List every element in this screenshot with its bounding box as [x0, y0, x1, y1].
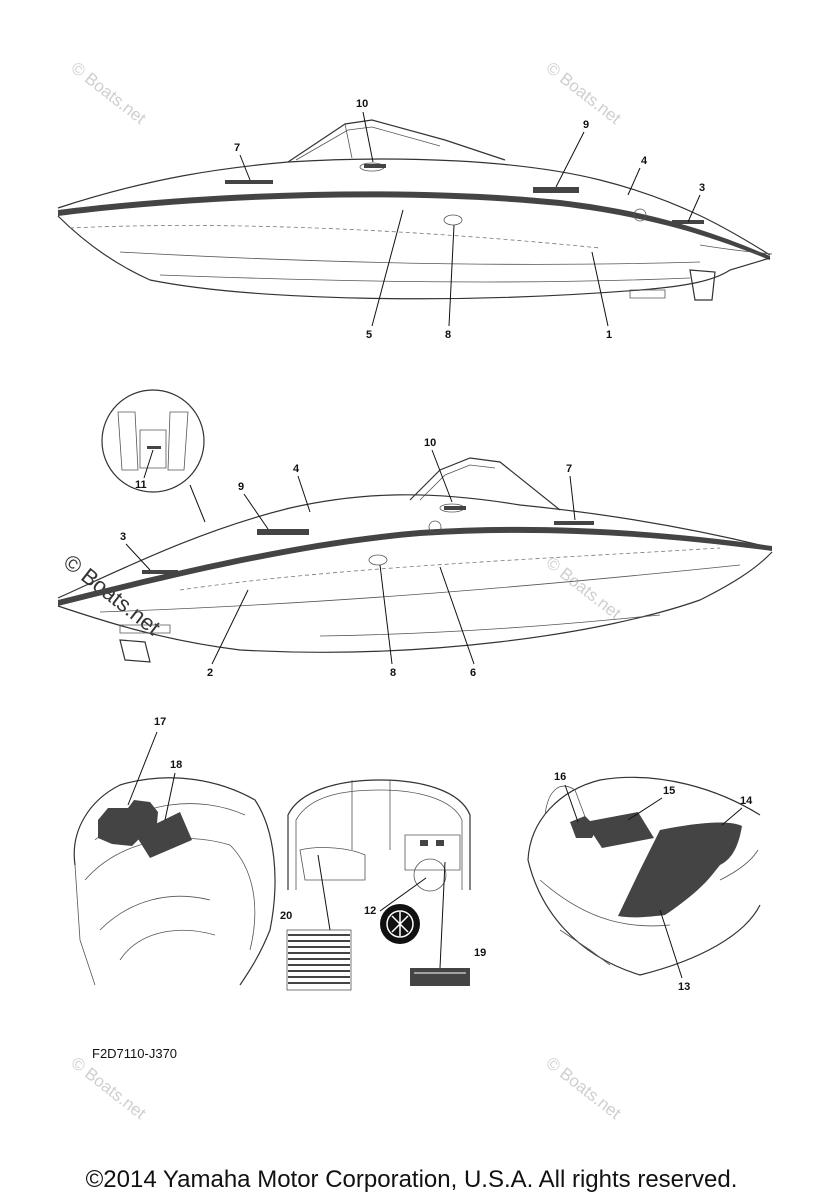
- callout-3: 3: [120, 531, 126, 543]
- callout-20: 20: [280, 910, 292, 922]
- callouts-bottom-middle: 20 12 19: [280, 854, 486, 969]
- callouts-bottom-right: 16 15 14 13: [554, 771, 753, 993]
- callout-9: 9: [238, 481, 244, 493]
- callout-5: 5: [366, 329, 372, 341]
- stern-deck-view: [527, 776, 761, 976]
- callouts-top: 10 9 7 4 3 5 8 1: [234, 98, 705, 341]
- callout-2: 2: [207, 667, 213, 679]
- callout-17: 17: [154, 716, 166, 728]
- watermark: © Boats.net: [543, 1053, 625, 1123]
- callout-7: 7: [234, 142, 240, 154]
- boat-middle-view: [57, 457, 773, 663]
- watermark-main: © Boats.net: [59, 549, 165, 640]
- callout-6: 6: [470, 667, 476, 679]
- callout-10: 10: [424, 437, 436, 449]
- callout-19: 19: [474, 947, 486, 959]
- callout-10: 10: [356, 98, 368, 110]
- callout-14: 14: [740, 795, 753, 807]
- callout-13: 13: [678, 981, 690, 993]
- callout-8: 8: [390, 667, 396, 679]
- callout-4: 4: [293, 463, 300, 475]
- watermark: © Boats.net: [543, 58, 625, 128]
- watermark: © Boats.net: [543, 553, 625, 623]
- callout-15: 15: [663, 785, 675, 797]
- callout-18: 18: [170, 759, 182, 771]
- bow-interior-view: [73, 777, 276, 986]
- callouts-bottom-left: 17 18: [127, 716, 182, 821]
- inset-detail-11: [101, 389, 206, 523]
- callout-8: 8: [445, 329, 451, 341]
- callouts-middle: 11 10 4 7 9 3 2 8 6: [120, 437, 576, 679]
- callout-11: 11: [135, 479, 147, 491]
- callout-1: 1: [606, 329, 612, 341]
- callout-9: 9: [583, 119, 589, 131]
- callout-16: 16: [554, 771, 566, 783]
- watermark: © Boats.net: [68, 1053, 150, 1123]
- cockpit-view: [286, 779, 471, 991]
- callout-7: 7: [566, 463, 572, 475]
- watermark: © Boats.net: [68, 58, 150, 128]
- callout-3: 3: [699, 182, 705, 194]
- part-code: F2D7110-J370: [92, 1046, 177, 1061]
- copyright-notice: ©2014 Yamaha Motor Corporation, U.S.A. A…: [85, 1166, 738, 1193]
- callout-12: 12: [364, 905, 376, 917]
- callout-4: 4: [641, 155, 648, 167]
- boat-top-view: [57, 119, 773, 301]
